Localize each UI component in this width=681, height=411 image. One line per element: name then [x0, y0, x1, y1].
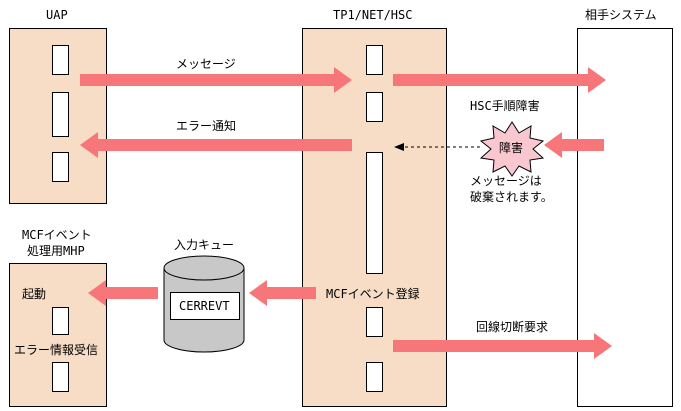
dashed-arrow-head — [394, 143, 404, 151]
failure-burst — [479, 121, 545, 177]
arrow-start — [88, 280, 158, 306]
mcf-slot-1 — [52, 307, 69, 335]
mcf-event-register-label: MCFイベント登録 — [326, 287, 420, 301]
tp1-slot-1 — [366, 45, 383, 75]
mcf-handler-label-1: MCFイベント — [22, 228, 92, 242]
failure-burst-label: 障害 — [499, 141, 524, 155]
tp1-slot-2 — [366, 92, 383, 122]
tp1-slot-3 — [366, 152, 383, 274]
queue-name-label: CERREVT — [179, 299, 230, 313]
message-label: メッセージ — [176, 57, 236, 71]
arrow-remote-to-failure — [544, 132, 604, 158]
start-label: 起動 — [22, 287, 47, 301]
tp1-slot-4 — [366, 307, 383, 337]
line-disconnect-label: 回線切断要求 — [476, 320, 549, 334]
discarded-label-1: メッセージは — [470, 174, 542, 188]
uap-slot-2 — [52, 92, 69, 137]
arrow-mcf-event-register — [249, 280, 316, 306]
uap-slot-3 — [52, 152, 69, 182]
arrow-error-notice — [80, 132, 352, 158]
error-info-receive-label: エラー情報受信 — [14, 343, 99, 357]
uap-label: UAP — [46, 8, 68, 22]
arrow-message-tp1-to-remote — [393, 67, 606, 93]
tp1-label: TP1/NET/HSC — [333, 8, 413, 22]
arrow-message-uap-to-tp1 — [80, 67, 352, 93]
remote-system-label: 相手システム — [585, 8, 657, 22]
hsc-failure-label: HSC手順障害 — [470, 99, 540, 113]
tp1-slot-5 — [366, 362, 383, 392]
arrow-line-disconnect — [393, 333, 612, 359]
mcf-handler-label-2: 処理用MHP — [27, 244, 85, 258]
error-notice-label: エラー通知 — [176, 119, 237, 133]
uap-slot-1 — [52, 45, 69, 75]
input-queue-label: 入力キュー — [174, 238, 235, 252]
discarded-label-2: 破棄されます。 — [470, 190, 553, 204]
queue-name-box — [170, 292, 240, 320]
mcf-slot-2 — [52, 362, 69, 392]
